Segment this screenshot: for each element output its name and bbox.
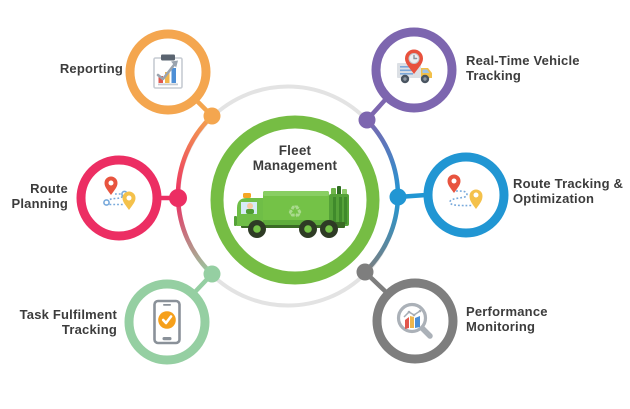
node-route-tracking — [423, 152, 509, 238]
node-real-time-tracking — [371, 27, 457, 113]
label-line: Tracking — [466, 68, 522, 83]
dot-performance — [356, 263, 374, 281]
label-line: Tracking — [61, 322, 117, 337]
label-line: Optimization — [513, 191, 595, 206]
route-map-pins-icon — [447, 174, 483, 209]
center-node: ♻ — [210, 115, 380, 285]
label-line: Planning — [11, 196, 68, 211]
dot-task-fulfilment — [203, 265, 221, 283]
node-performance — [372, 278, 458, 364]
label-line: Task Fulfilment — [19, 307, 117, 322]
node-route-tracking-ring — [423, 152, 509, 238]
label-line: Route Tracking & — [513, 176, 624, 191]
node-route-planning — [76, 155, 162, 241]
route-map-pins-icon — [103, 176, 136, 210]
connector-dots — [169, 107, 407, 283]
node-reporting — [125, 29, 211, 115]
dot-reporting — [203, 107, 221, 125]
recycle-icon: ♻ — [287, 202, 302, 221]
dot-route-tracking — [389, 188, 407, 206]
dot-route-planning — [169, 189, 187, 207]
label-line: Performance — [466, 304, 548, 319]
label-line: Real-Time Vehicle — [466, 53, 580, 68]
magnifier-bar-chart-icon — [396, 302, 433, 339]
label-line: Route — [30, 181, 68, 196]
center-title-line: Fleet — [278, 143, 312, 158]
label-line: Reporting — [59, 61, 123, 76]
node-label-route-tracking: Route Tracking &Optimization — [513, 176, 623, 206]
phone-checkmark-icon — [153, 299, 181, 345]
clipboard-report-chart-icon — [153, 54, 183, 89]
node-label-reporting: Reporting — [60, 61, 123, 76]
connector-arc-reporting-routeplanning — [175, 114, 214, 199]
beacon-light — [243, 193, 251, 198]
truck-location-clock-icon — [397, 49, 432, 84]
dot-real-time — [358, 111, 376, 129]
label-line: Monitoring — [466, 319, 536, 334]
driver — [247, 203, 253, 209]
connector-arc-realtime-routetracking — [365, 118, 401, 198]
connector-arc-routeplanning-task — [175, 197, 214, 276]
garbage-truck-illustration: ♻ — [234, 186, 349, 238]
center-title-line: Management — [252, 158, 338, 173]
node-task-fulfilment — [124, 279, 210, 365]
